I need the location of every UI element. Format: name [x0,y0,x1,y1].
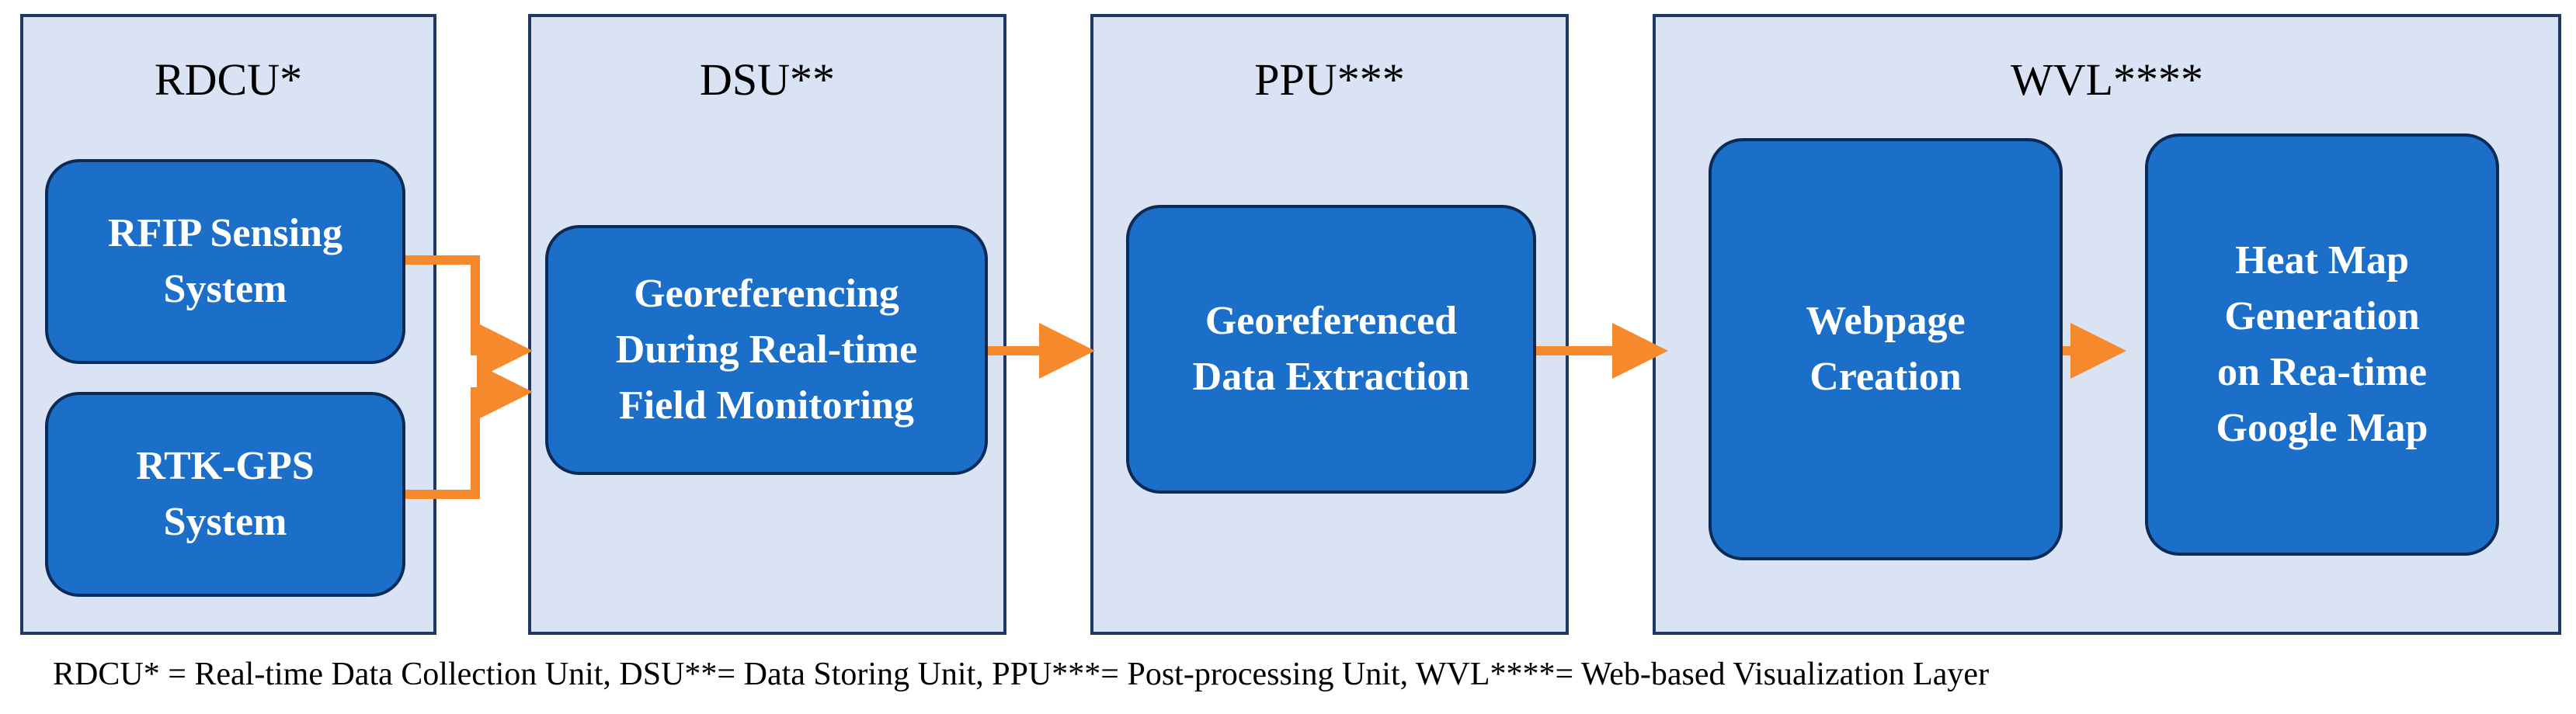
node-rfip-sensing-system: RFIP Sensing System [45,159,405,364]
node-georeferencing: Georeferencing During Real-time Field Mo… [545,225,988,475]
node-heat-map-generation: Heat Map Generation on Rea-time Google M… [2145,133,2499,556]
panel-title-dsu: DSU** [699,54,836,105]
node-data-extraction: Georeferenced Data Extraction [1126,205,1536,494]
node-webpage-creation: Webpage Creation [1709,138,2063,560]
node-label-georef: Georeferencing During Real-time Field Mo… [615,272,918,428]
abbreviation-footnote: RDCU* = Real-time Data Collection Unit, … [53,657,1990,692]
panel-title-ppu: PPU*** [1254,54,1405,105]
node-label-rtk: RTK-GPS System [136,444,315,544]
node-rtk-gps-system: RTK-GPS System [45,392,405,597]
node-label-extraction: Georeferenced Data Extraction [1192,299,1470,399]
node-label-webpage: Webpage Creation [1806,299,1966,399]
panel-title-wvl: WVL**** [2010,54,2204,105]
arrow-rtk-to-georef [405,364,533,499]
node-label-heatmap: Heat Map Generation on Rea-time Google M… [2216,238,2428,450]
panel-title-rdcu: RDCU* [154,54,303,105]
node-label-rfip: RFIP Sensing System [108,211,342,311]
arrow-rfip-to-georef [405,255,533,379]
